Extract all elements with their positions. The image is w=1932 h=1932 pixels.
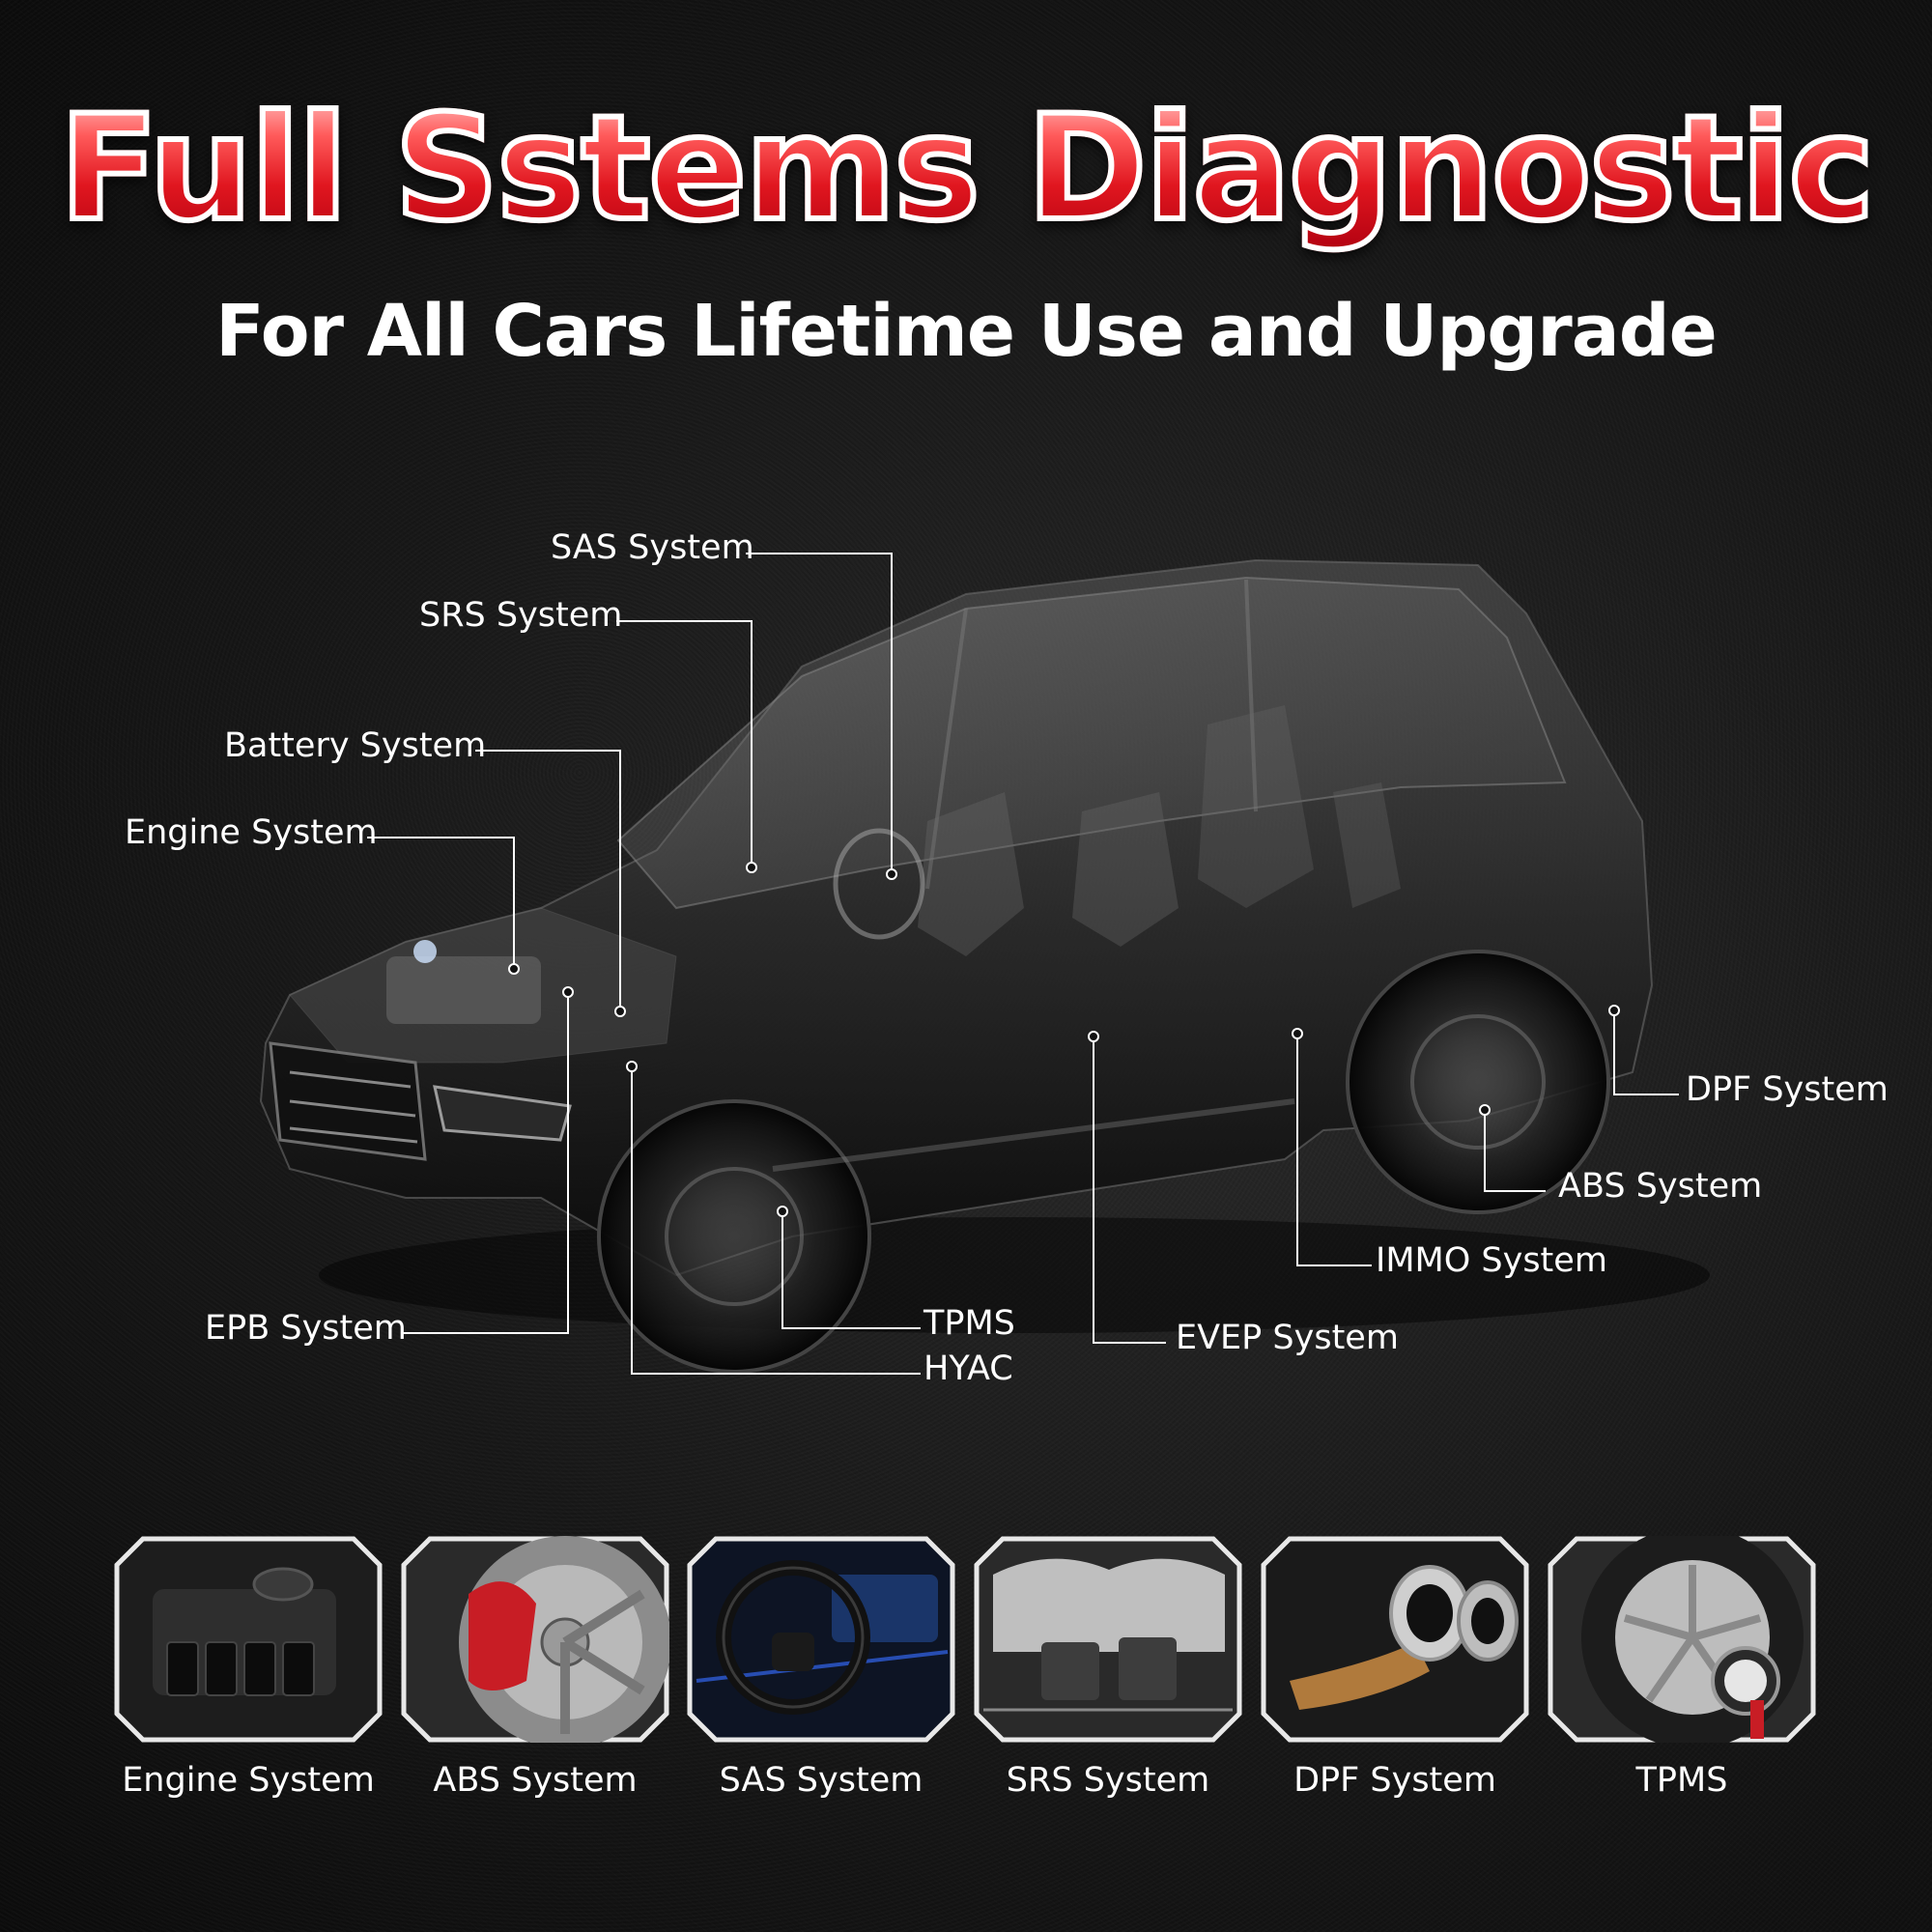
tile-tpms: TPMS (1548, 1536, 1816, 1800)
abs-point (1479, 1104, 1491, 1116)
callout-engine: Engine System (125, 813, 378, 852)
callout-epb: EPB System (205, 1309, 407, 1348)
callout-evep: EVEP System (1176, 1319, 1399, 1357)
engine-point (508, 963, 520, 975)
exhaust-icon (1261, 1536, 1529, 1743)
tile-label: DPF System (1293, 1761, 1496, 1800)
tile-abs: ABS System (401, 1536, 669, 1800)
steering-wheel-icon (687, 1536, 955, 1743)
tile-srs: SRS System (974, 1536, 1242, 1800)
callout-immo: IMMO System (1376, 1241, 1607, 1280)
callout-battery: Battery System (224, 726, 487, 765)
system-tiles: Engine System ABS System SAS System (0, 1536, 1932, 1826)
tpms-point (777, 1206, 788, 1217)
dpf-point (1608, 1005, 1620, 1016)
tile-label: SAS System (719, 1761, 923, 1800)
sas-point (886, 868, 897, 880)
srs-point (746, 862, 757, 873)
callout-tpms: TPMS (923, 1304, 1015, 1343)
tile-label: TPMS (1635, 1761, 1728, 1800)
tile-dpf: DPF System (1261, 1536, 1529, 1800)
tile-label: Engine System (122, 1761, 375, 1800)
tile-label: ABS System (433, 1761, 638, 1800)
car-illustration (259, 553, 1710, 1375)
page-title: Full Sstems Diagnostic (0, 82, 1932, 256)
immo-point (1292, 1028, 1303, 1039)
airbag-icon (974, 1536, 1242, 1743)
hyac-point (626, 1061, 638, 1072)
tire-gauge-icon (1548, 1536, 1816, 1743)
epb-point (562, 986, 574, 998)
tile-sas: SAS System (687, 1536, 955, 1800)
tile-label: SRS System (1006, 1761, 1210, 1800)
tile-engine: Engine System (114, 1536, 383, 1800)
callout-abs: ABS System (1558, 1167, 1763, 1206)
callout-sas: SAS System (551, 528, 754, 567)
callout-srs: SRS System (419, 596, 623, 635)
car-diagram: SAS System SRS System Battery System Eng… (0, 502, 1932, 1430)
battery-point (614, 1006, 626, 1017)
page-subtitle: For All Cars Lifetime Use and Upgrade (215, 290, 1718, 373)
callout-dpf: DPF System (1686, 1070, 1889, 1109)
callout-hyac: HYAC (923, 1350, 1013, 1388)
evep-point (1088, 1031, 1099, 1042)
engine-icon (114, 1536, 383, 1743)
brake-disc-icon (401, 1536, 669, 1743)
